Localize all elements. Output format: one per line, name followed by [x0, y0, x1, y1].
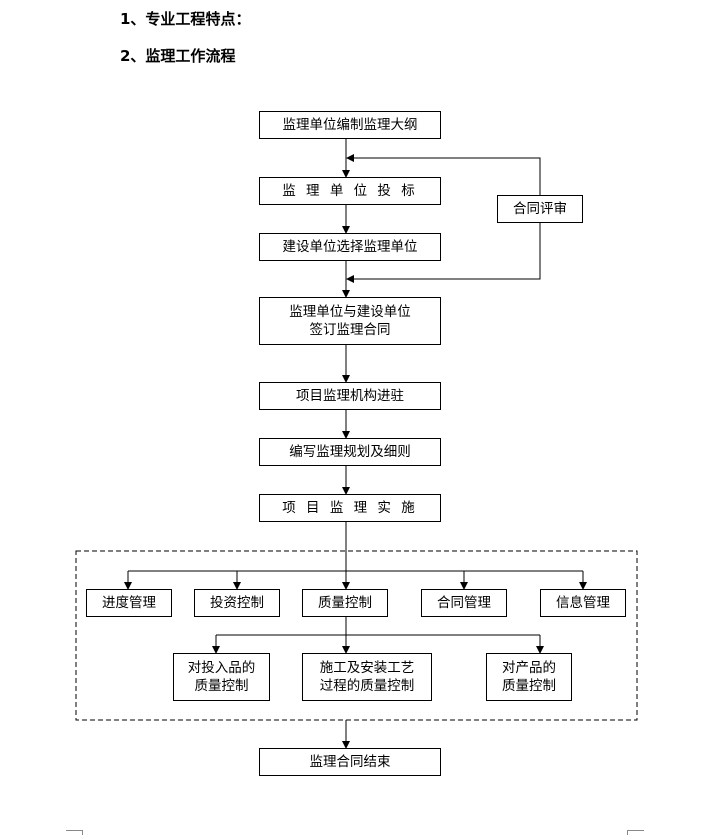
node-outline: 监理单位编制监理大纲: [259, 111, 441, 139]
node-quality: 质量控制: [302, 589, 388, 617]
loop-review-to-bidding: [346, 154, 541, 195]
node-end: 监理合同结束: [259, 748, 441, 776]
section-heading-1: 1、专业工程特点：: [120, 10, 251, 28]
node-enter: 项目监理机构进驻: [259, 382, 441, 410]
page-corner-mark-left: [66, 830, 83, 835]
node-input-quality: 对投入品的 质量控制: [173, 653, 270, 701]
node-process-quality: 施工及安装工艺 过程的质量控制: [302, 653, 432, 701]
control-group-frame: [75, 550, 638, 721]
node-contract-review: 合同评审: [497, 195, 583, 223]
node-progress: 进度管理: [86, 589, 172, 617]
node-sign: 监理单位与建设单位 签订监理合同: [259, 297, 441, 345]
node-select: 建设单位选择监理单位: [259, 233, 441, 261]
node-info: 信息管理: [540, 589, 626, 617]
node-rules: 编写监理规划及细则: [259, 438, 441, 466]
node-contract-mgmt: 合同管理: [421, 589, 507, 617]
node-implement: 项 目 监 理 实 施: [259, 494, 441, 522]
node-bidding: 监 理 单 位 投 标: [259, 177, 441, 205]
page-corner-mark-right: [627, 830, 644, 835]
node-investment: 投资控制: [194, 589, 280, 617]
node-product-quality: 对产品的 质量控制: [486, 653, 572, 701]
loop-review-to-sign: [346, 223, 541, 283]
section-heading-2: 2、监理工作流程: [120, 47, 236, 65]
